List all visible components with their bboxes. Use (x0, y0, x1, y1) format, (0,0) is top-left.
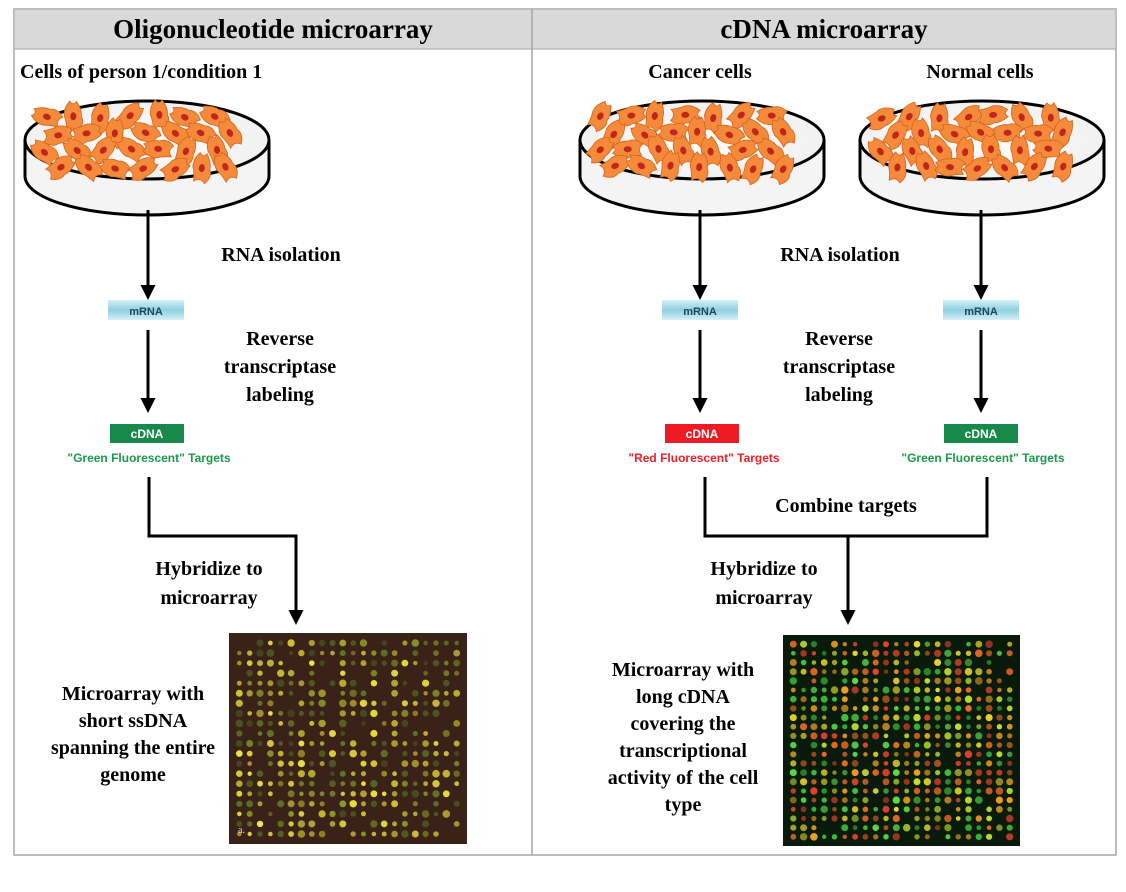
right-result-line5: activity of the cell (608, 767, 759, 789)
cancer-cdna-label: cDNA (686, 427, 719, 441)
petri-dish-cancer (578, 99, 826, 217)
right-rt-line1: Reverse (805, 328, 873, 350)
left-cdna-label: cDNA (131, 427, 164, 441)
left-header-bg (13, 8, 533, 50)
left-result-line3: spanning the entire (51, 737, 215, 759)
right-result-line2: long cDNA (636, 686, 730, 708)
right-panel-title: cDNA microarray (720, 14, 928, 44)
left-cdna-tag (110, 424, 184, 443)
normal-mrna-label: mRNA (964, 306, 998, 318)
left-hybridize-line1: Hybridize to (155, 558, 262, 580)
array-corner-mark: a. (238, 825, 245, 836)
right-hybridize-line2: microarray (715, 587, 812, 609)
red-targets-label: "Red Fluorescent" Targets (628, 451, 780, 465)
left-cells-label: Cells of person 1/condition 1 (20, 61, 262, 83)
left-rna-isolation: RNA isolation (221, 244, 340, 266)
left-hybridize-line2: microarray (160, 587, 257, 609)
right-result-line4: transcriptional (619, 740, 747, 762)
microarray-image-left (229, 633, 467, 844)
right-rt-line2: transcriptase (783, 356, 895, 378)
right-result-line6: type (665, 794, 702, 816)
arrow-left-3 (147, 477, 304, 625)
right-hybridize-line1: Hybridize to (710, 558, 817, 580)
normal-cdna-tag (944, 424, 1018, 443)
right-rt-line3: labeling (805, 384, 873, 406)
right-result-line1: Microarray with (612, 659, 754, 681)
petri-dish-normal (858, 99, 1106, 217)
left-rt-line2: transcriptase (224, 356, 336, 378)
left-rt-line3: labeling (246, 384, 314, 406)
left-rt-line1: Reverse (246, 328, 314, 350)
cancer-mrna-label: mRNA (683, 306, 717, 318)
left-mrna-label: mRNA (129, 306, 163, 318)
normal-mrna-tag (943, 300, 1019, 320)
right-result-line3: covering the (631, 713, 736, 735)
cancer-mrna-tag (662, 300, 738, 320)
microarray-image-right (783, 635, 1020, 846)
normal-cdna-label: cDNA (965, 427, 998, 441)
combine-bracket (703, 477, 989, 538)
left-result-line4: genome (100, 764, 166, 786)
right-green-targets-label: "Green Fluorescent" Targets (901, 451, 1065, 465)
combine-targets-label: Combine targets (775, 495, 917, 517)
petri-dish-left (23, 99, 271, 217)
right-rna-isolation: RNA isolation (780, 244, 899, 266)
cancer-cells-label: Cancer cells (648, 61, 752, 83)
normal-cells-label: Normal cells (926, 61, 1033, 83)
left-mrna-tag (108, 300, 184, 320)
left-targets-label: "Green Fluorescent" Targets (67, 451, 231, 465)
left-result-line2: short ssDNA (79, 710, 188, 732)
cancer-cdna-tag (665, 424, 739, 443)
right-header-bg (531, 8, 1117, 50)
left-result-line1: Microarray with (62, 683, 204, 705)
left-panel-title: Oligonucleotide microarray (113, 14, 433, 44)
